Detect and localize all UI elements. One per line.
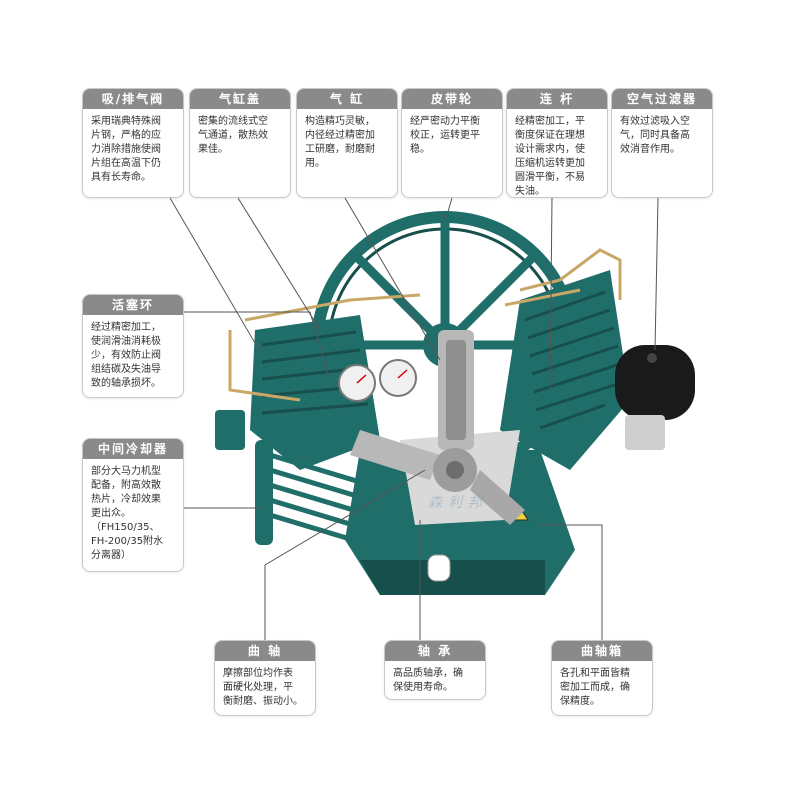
callout-text: 经过精密加工， 使润滑油消耗极 少，有效防止阀 组结碳及失油导 致的轴承损坏。 [91, 322, 161, 389]
callout-pulley: 皮带轮 经严密动力平衡 校正，运转更平 稳。 [401, 88, 503, 198]
leader-lines [169, 197, 659, 640]
watermark-text: 森利邦 [428, 495, 488, 511]
callout-text: 密集的流线式空 气通道，散热效 果佳。 [198, 116, 268, 155]
callout-text: 经精密加工，平 衡度保证在理想 设计需求内，使 压缩机运转更加 圆滑平衡，不易 … [515, 116, 585, 197]
callout-title: 连 杆 [507, 89, 607, 109]
callout-title: 气 缸 [297, 89, 397, 109]
callout-title: 空气过滤器 [612, 89, 712, 109]
callout-text: 高品质轴承，确 保使用寿命。 [393, 668, 463, 693]
callout-cylinder-cover: 气缸盖 密集的流线式空 气通道，散热效 果佳。 [189, 88, 291, 198]
pressure-gauges [338, 359, 417, 402]
callout-piston-ring: 活塞环 经过精密加工， 使润滑油消耗极 少，有效防止阀 组结碳及失油导 致的轴承… [82, 294, 184, 398]
callout-text: 各孔和平面皆精 密加工而成，确 保精度。 [560, 668, 630, 707]
air-filter [615, 345, 695, 450]
right-cylinder-bank [500, 270, 630, 470]
callout-text: 采用瑞典特殊阀 片钢，严格的应 力消除措施使阀 片组在高温下仍 具有长寿命。 [91, 116, 161, 183]
callout-title: 中间冷却器 [83, 439, 183, 459]
callout-intercooler: 中间冷却器 部分大马力机型 配备，附高效散 热片，冷却效果 更出众。 （FH15… [82, 438, 184, 572]
callout-cylinder: 气 缸 构造精巧灵敏， 内径经过精密加 工研磨，耐磨耐 用。 [296, 88, 398, 198]
callout-title: 曲 轴 [215, 641, 315, 661]
callout-text: 经严密动力平衡 校正，运转更平 稳。 [410, 116, 480, 155]
callout-crankshaft: 曲 轴 摩擦部位均作表 面硬化处理，平 衡耐磨、振动小。 [214, 640, 316, 716]
cutaway-internals [350, 330, 525, 525]
callout-connecting-rod: 连 杆 经精密加工，平 衡度保证在理想 设计需求内，使 压缩机运转更加 圆滑平衡… [506, 88, 608, 198]
callout-text: 摩擦部位均作表 面硬化处理，平 衡耐磨、振动小。 [223, 668, 303, 707]
callout-title: 轴 承 [385, 641, 485, 661]
callout-text: 构造精巧灵敏， 内径经过精密加 工研磨，耐磨耐 用。 [305, 116, 375, 169]
callout-air-filter: 空气过滤器 有效过滤吸入空 气，同时具备高 效消音作用。 [611, 88, 713, 198]
callout-title: 气缸盖 [190, 89, 290, 109]
callout-text: 部分大马力机型 配备，附高效散 热片，冷却效果 更出众。 （FH150/35、 … [91, 466, 164, 561]
callout-suction-discharge-valve: 吸/排气阀 采用瑞典特殊阀 片钢，严格的应 力消除措施使阀 片组在高温下仍 具有… [82, 88, 184, 198]
callout-text: 有效过滤吸入空 气，同时具备高 效消音作用。 [620, 116, 690, 155]
callout-bearing: 轴 承 高品质轴承，确 保使用寿命。 [384, 640, 486, 700]
callout-title: 活塞环 [83, 295, 183, 315]
left-cylinder-bank [250, 315, 380, 470]
callout-title: 曲轴箱 [552, 641, 652, 661]
callout-crankcase: 曲轴箱 各孔和平面皆精 密加工而成，确 保精度。 [551, 640, 653, 716]
callout-title: 皮带轮 [402, 89, 502, 109]
callout-title: 吸/排气阀 [83, 89, 183, 109]
copper-pipes [228, 248, 622, 402]
